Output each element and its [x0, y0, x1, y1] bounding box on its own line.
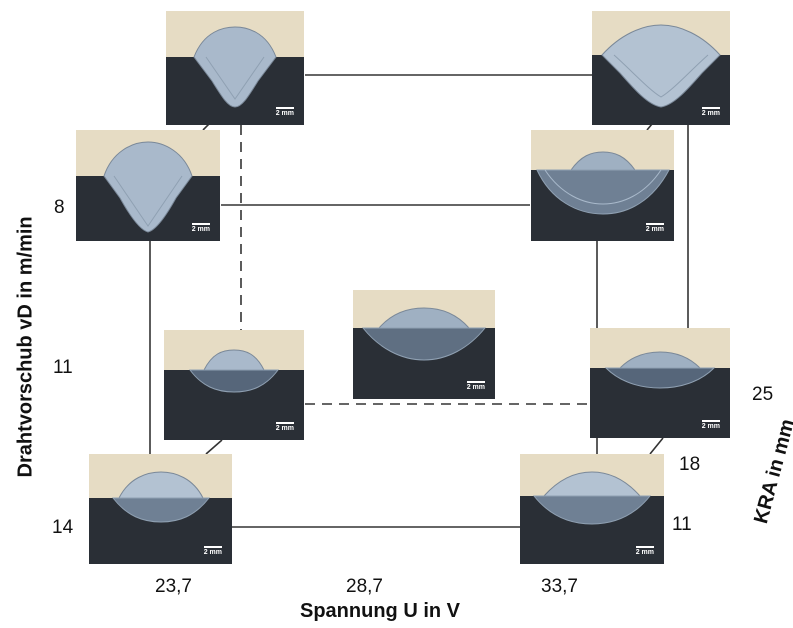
- sample-center: 2 mm: [353, 290, 495, 399]
- sample-front-top-left: 2 mm: [76, 130, 220, 241]
- z-tick-25: 25: [752, 384, 774, 405]
- x-axis-title: Spannung U in V: [300, 600, 460, 622]
- y-tick-14: 14: [52, 517, 74, 538]
- x-tick-28-7: 28,7: [346, 576, 383, 597]
- scale-bar: 2 mm: [204, 546, 222, 557]
- edge-diag-bottom-right: [649, 437, 664, 455]
- z-tick-11: 11: [672, 514, 692, 535]
- scale-bar: 2 mm: [192, 223, 210, 234]
- sample-back-bottom-right: 2 mm: [590, 328, 730, 438]
- scale-bar: 2 mm: [467, 381, 485, 392]
- scale-bar: 2 mm: [276, 422, 294, 433]
- scale-bar: 2 mm: [646, 223, 664, 234]
- y-tick-11: 11: [53, 357, 73, 378]
- weld-cross-section: [592, 11, 730, 125]
- y-tick-8: 8: [54, 197, 65, 218]
- sample-back-bottom-left: 2 mm: [164, 330, 304, 440]
- edge-diag-bottom-left: [205, 439, 223, 455]
- scale-bar: 2 mm: [636, 546, 654, 557]
- scale-bar: 2 mm: [702, 107, 720, 118]
- weld-cross-section: [164, 330, 304, 440]
- sample-front-bottom-right: 2 mm: [520, 454, 664, 564]
- sample-front-bottom-left: 2 mm: [89, 454, 232, 564]
- weld-cross-section: [89, 454, 232, 564]
- sample-front-top-right: 2 mm: [531, 130, 674, 241]
- weld-cross-section: [166, 11, 304, 125]
- scale-bar: 2 mm: [702, 420, 720, 431]
- x-tick-23-7: 23,7: [155, 576, 192, 597]
- y-axis-title: Drahtvorschub vD in m/min: [15, 216, 38, 477]
- sample-back-top-right: 2 mm: [592, 11, 730, 125]
- scale-bar: 2 mm: [276, 107, 294, 118]
- sample-back-top-left: 2 mm: [166, 11, 304, 125]
- x-tick-33-7: 33,7: [541, 576, 578, 597]
- z-tick-18: 18: [679, 454, 701, 475]
- y-axis-title-text: Drahtvorschub vD in m/min: [14, 216, 37, 478]
- weld-cross-section: [520, 454, 664, 564]
